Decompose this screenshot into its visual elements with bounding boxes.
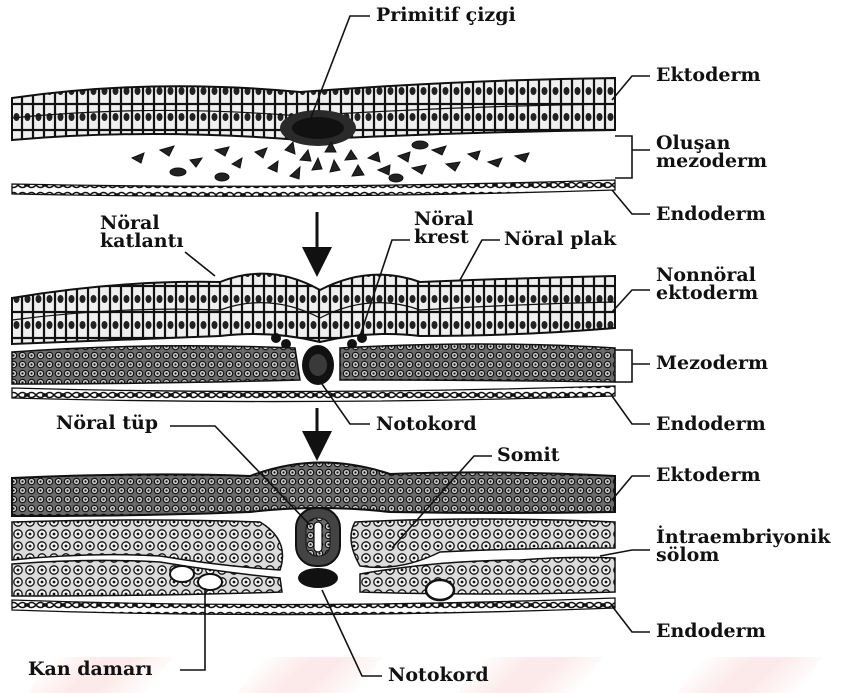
label-mesoderm: Mezoderm bbox=[656, 354, 768, 373]
endoderm-layer bbox=[12, 386, 615, 402]
label-forming-mesoderm: Oluşan mezoderm bbox=[656, 134, 767, 170]
label-endoderm-top: Endoderm bbox=[656, 205, 766, 224]
label-intraembryonic-coelom: İntraembriyonik sölom bbox=[656, 528, 830, 564]
mesoderm-right bbox=[340, 344, 615, 382]
label-primitive-streak: Primitif çizgi bbox=[376, 6, 516, 25]
endoderm-layer bbox=[12, 180, 615, 196]
blood-vessel bbox=[170, 566, 194, 582]
blood-vessel bbox=[198, 574, 222, 590]
label-intraembryonic-coelom-line2: sölom bbox=[656, 546, 830, 564]
endoderm-layer bbox=[12, 598, 615, 615]
label-blood-vessel: Kan damarı bbox=[28, 660, 153, 679]
label-neural-fold: Nöral katlantı bbox=[100, 214, 184, 250]
label-somite: Somit bbox=[497, 446, 560, 465]
label-neural-tube: Nöral tüp bbox=[56, 414, 158, 433]
label-endoderm-bottom: Endoderm bbox=[656, 622, 766, 641]
label-neural-crest-line2: krest bbox=[414, 228, 474, 246]
notochord-bottom bbox=[298, 568, 338, 588]
stage-2-neural-plate bbox=[12, 274, 615, 402]
label-ectoderm-bottom: Ektoderm bbox=[656, 466, 761, 485]
label-neural-crest: Nöral krest bbox=[414, 210, 474, 246]
label-neural-plate: Nöral plak bbox=[504, 230, 616, 249]
label-endoderm-mid: Endoderm bbox=[656, 415, 766, 434]
migrating-mesoderm-cells bbox=[132, 141, 529, 182]
label-forming-mesoderm-line2: mezoderm bbox=[656, 152, 767, 170]
label-notochord-mid: Notokord bbox=[376, 415, 477, 434]
nonneural-ectoderm-layer bbox=[12, 274, 615, 344]
label-nonneural-ectoderm-line2: ektoderm bbox=[656, 284, 758, 302]
mesoderm-left bbox=[12, 346, 300, 384]
stage-1-primitive-streak bbox=[12, 78, 615, 196]
blood-vessel bbox=[426, 580, 454, 600]
label-ectoderm-top: Ektoderm bbox=[656, 66, 761, 85]
label-nonneural-ectoderm: Nonnöral ektoderm bbox=[656, 266, 758, 302]
stage-3-neural-tube bbox=[12, 462, 615, 614]
label-neural-fold-line2: katlantı bbox=[100, 232, 184, 250]
label-notochord-bottom: Notokord bbox=[388, 666, 489, 685]
